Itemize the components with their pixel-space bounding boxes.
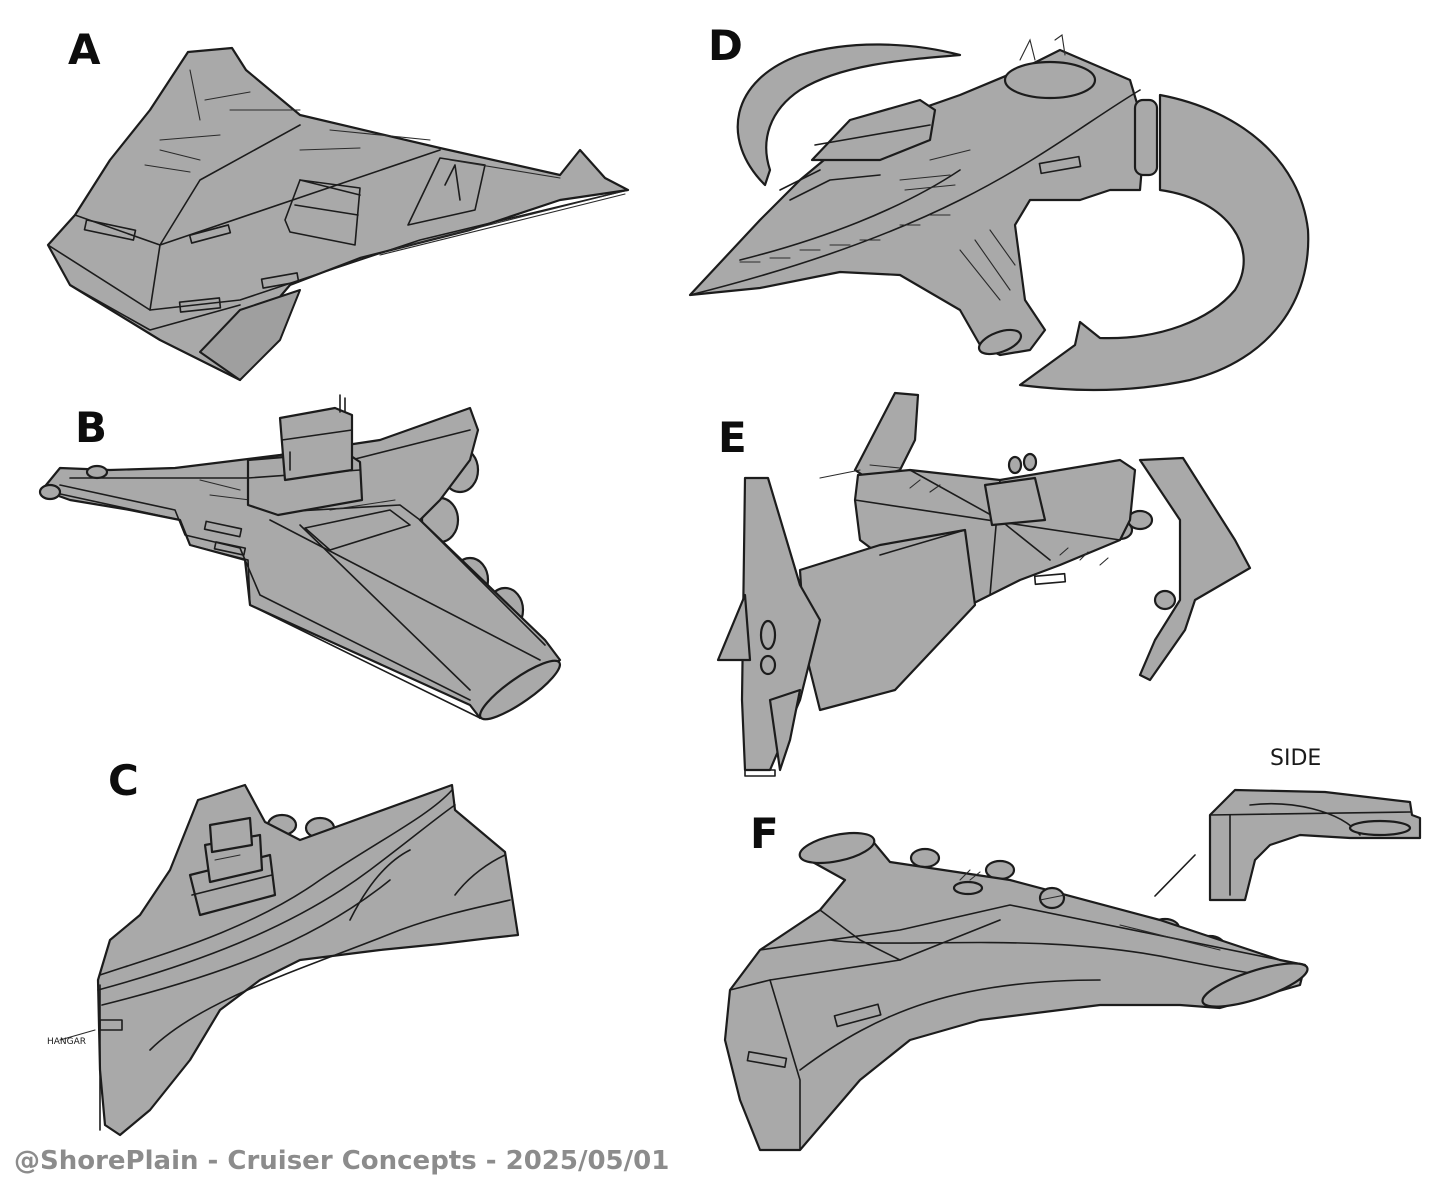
label-b: B <box>75 403 107 452</box>
side-annotation: SIDE <box>1270 746 1321 771</box>
side-view-sketch <box>1154 788 1422 902</box>
ship-d-sketch <box>688 34 1310 392</box>
label-c: C <box>108 756 139 805</box>
label-f: F <box>750 809 779 858</box>
ship-b-sketch <box>38 394 562 721</box>
ship-c-sketch <box>59 783 520 1137</box>
ship-f-sketch <box>723 831 1309 1152</box>
credit-caption: @ShorePlain - Cruiser Concepts - 2025/05… <box>14 1146 670 1176</box>
hangar-annotation: HANGAR <box>47 1037 86 1047</box>
ship-a-sketch <box>46 46 630 382</box>
ship-e-sketch <box>716 391 1252 777</box>
label-d: D <box>708 21 743 70</box>
label-e: E <box>718 413 747 462</box>
label-a: A <box>68 25 101 74</box>
